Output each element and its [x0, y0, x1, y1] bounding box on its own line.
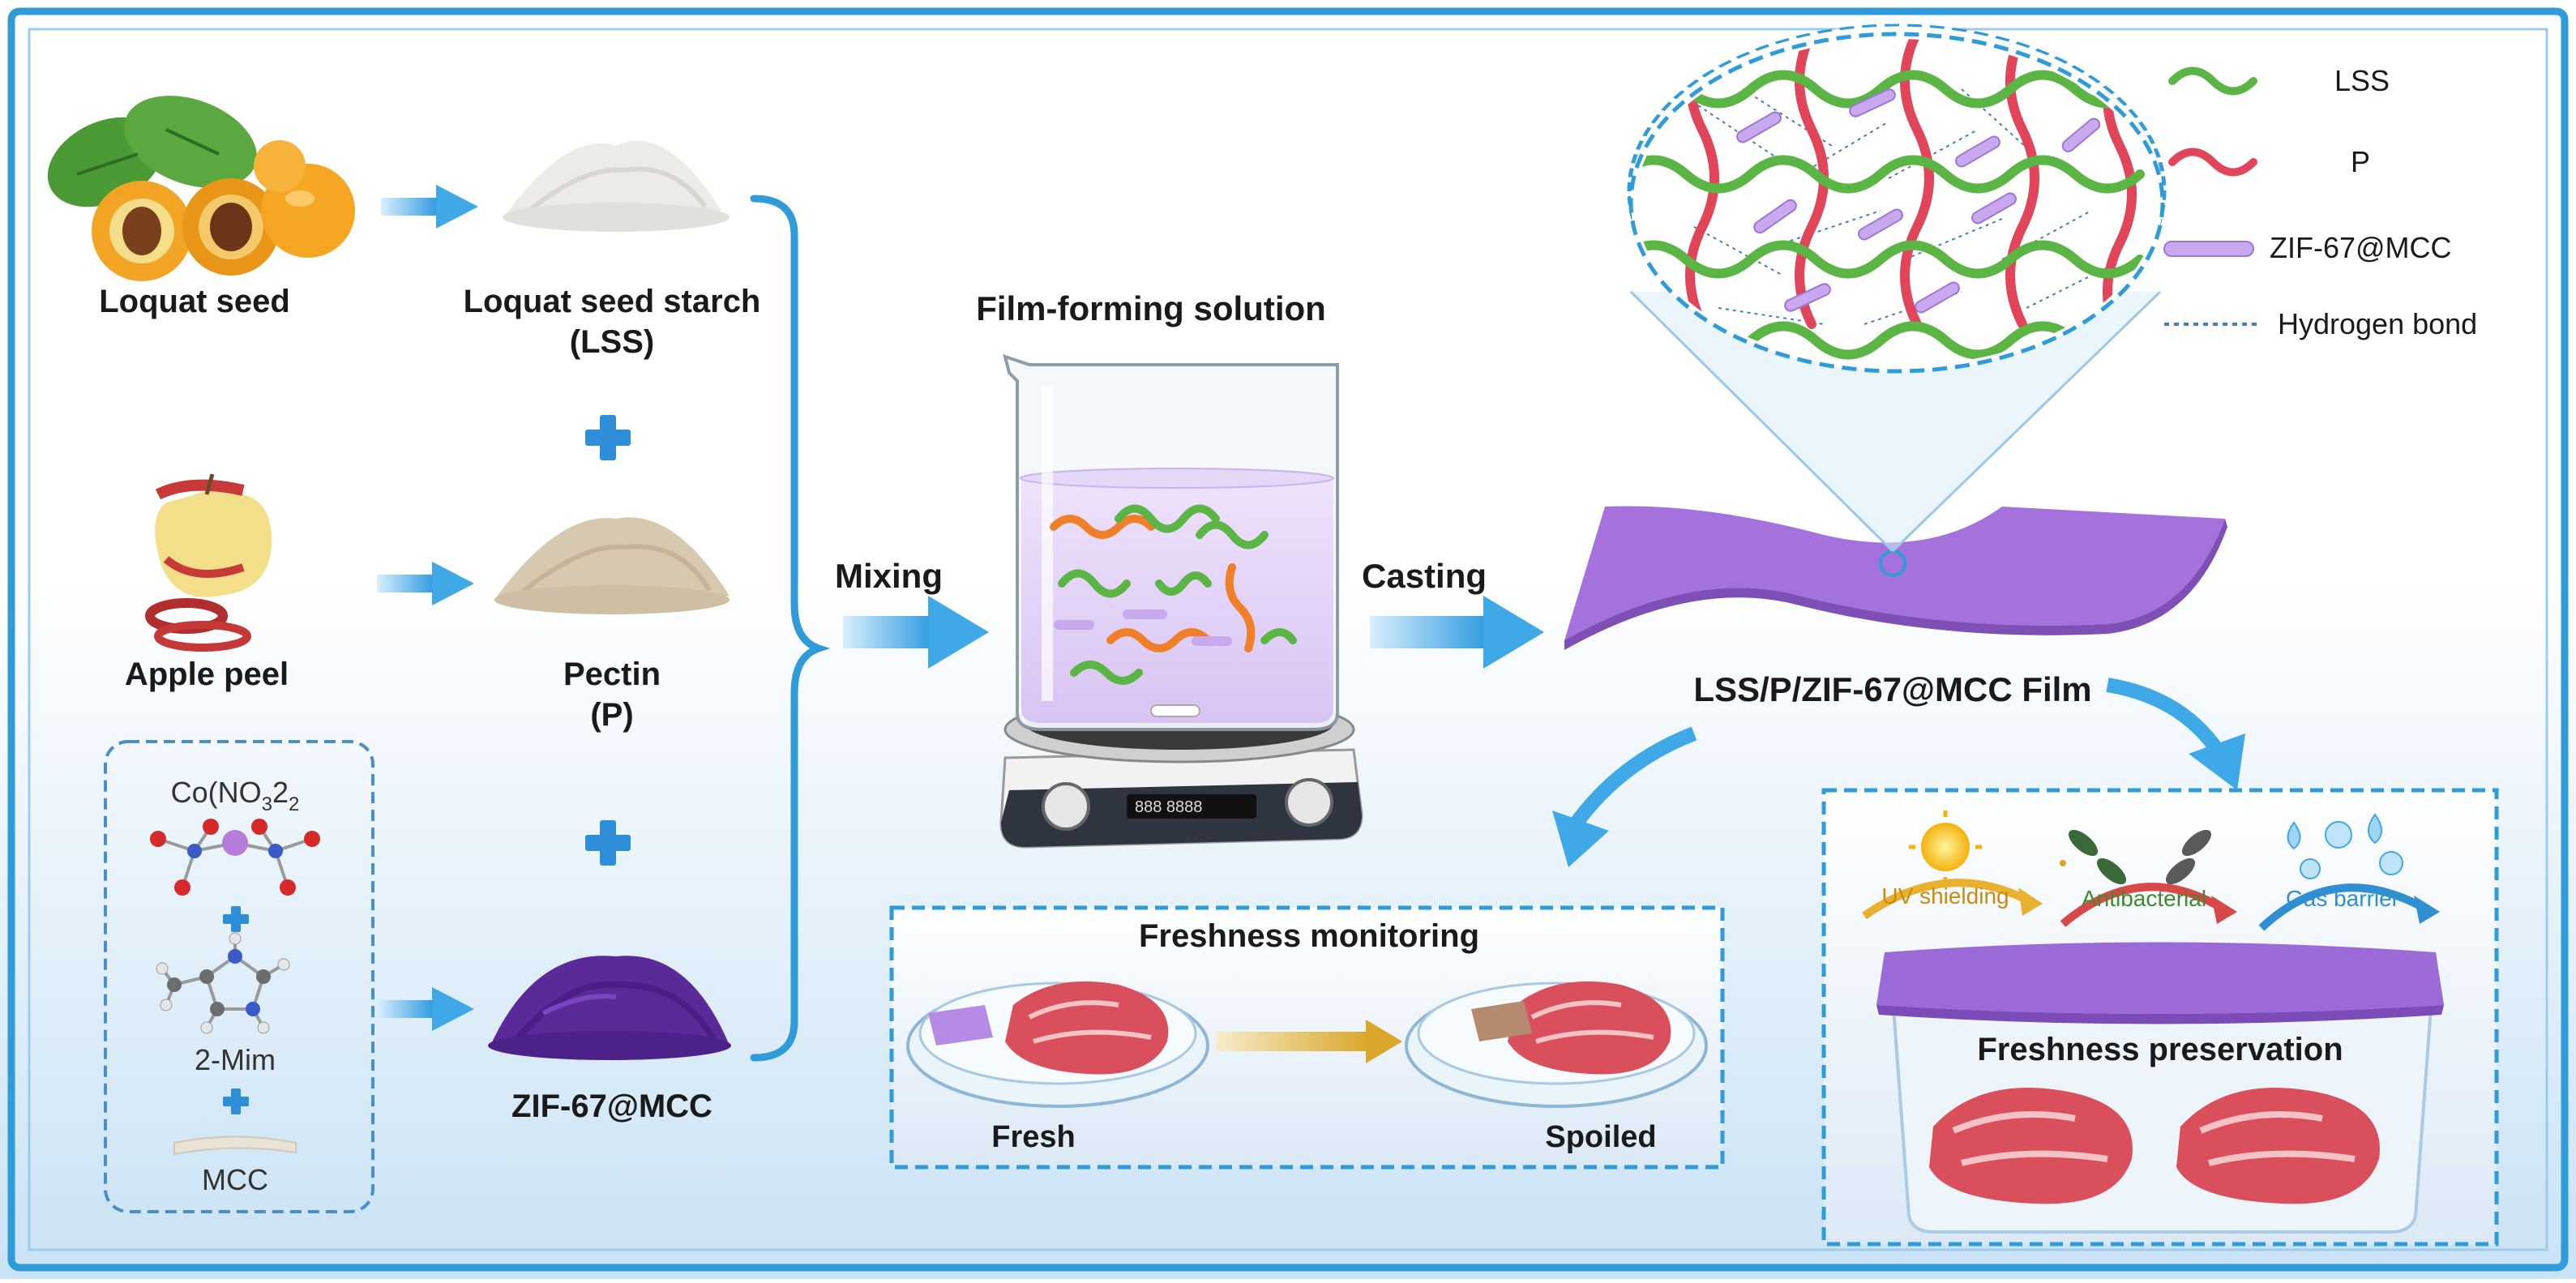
casting-arrow [1370, 596, 1544, 669]
pectin-powder-illustration [494, 517, 730, 614]
legend-p-swatch [2168, 148, 2257, 177]
plus-icon [585, 415, 631, 460]
zif-synthesis-box [104, 740, 374, 1213]
film-network-zoom [1628, 32, 2165, 374]
starch-powder-illustration [503, 140, 730, 232]
pectin-label-line1: Pectin [563, 656, 661, 692]
mcc-label: MCC [202, 1163, 268, 1196]
arrow-to-preservation [2106, 678, 2223, 755]
legend-lss-label: LSS [2334, 64, 2390, 97]
zif-label: ZIF-67@MCC [511, 1088, 712, 1124]
svg-text:888 8888: 888 8888 [1135, 798, 1202, 816]
legend-zif-swatch [2163, 241, 2254, 257]
film-sheet [1564, 506, 2225, 640]
monitoring-title: Freshness monitoring [1139, 918, 1479, 954]
arrow-to-monitoring [1570, 726, 1697, 828]
zif-powder-illustration [488, 956, 731, 1060]
legend-hbond-label: Hydrogen bond [2278, 307, 2477, 340]
color-change-arrow [1216, 1020, 1402, 1063]
plus-icon [223, 1088, 249, 1114]
beaker-stirrer-illustration: 888 8888 [999, 353, 1363, 849]
combine-bracket [750, 195, 831, 1062]
loquat-seed-label: Loquat seed [99, 284, 290, 319]
uv-shielding-label: UV shielding [1881, 883, 2009, 909]
mixing-arrow [843, 596, 989, 669]
2-mim-label: 2-Mim [195, 1043, 276, 1076]
casting-label: Casting [1362, 557, 1487, 595]
pectin-label-line2: (P) [590, 697, 633, 733]
plus-icon [585, 820, 631, 866]
plus-icon [223, 906, 249, 932]
bacteria-icon [2060, 829, 2212, 885]
solution-title: Film-forming solution [976, 289, 1326, 327]
loquat-seed-illustration [47, 96, 355, 281]
legend-p-label: P [2351, 145, 2370, 178]
preservation-title: Freshness preservation [1977, 1032, 2343, 1067]
fresh-dish-illustration [906, 981, 1209, 1108]
arrow-peel-to-pectin [377, 562, 474, 605]
mixing-label: Mixing [835, 557, 943, 595]
gas-barrier-label: Gas barrier [2286, 886, 2399, 911]
arrow-seed-to-starch [381, 185, 478, 229]
apple-peel-illustration [145, 473, 272, 652]
arrow-box-to-zif [377, 987, 474, 1031]
2-mim-molecule [156, 932, 290, 1034]
spoiled-dish-illustration [1405, 981, 1708, 1108]
cobalt-nitrate-molecule [150, 819, 320, 896]
fresh-label: Fresh [991, 1120, 1075, 1154]
water-droplet-icon [2287, 813, 2403, 879]
cobalt-nitrate-label: Co(NO322 [171, 776, 300, 815]
mcc-fiber-illustration [173, 1135, 297, 1156]
legend: LSS P ZIF-67@MCC Hydrogen bond [2163, 64, 2477, 340]
film-lid [1876, 942, 2444, 1014]
spoiled-label: Spoiled [1545, 1120, 1656, 1154]
film-name-label: LSS/P/ZIF-67@MCC Film [1693, 670, 2091, 708]
legend-zif-label: ZIF-67@MCC [2270, 231, 2452, 264]
outer-frame [7, 7, 2569, 1272]
lss-label-line2: (LSS) [570, 324, 654, 360]
legend-lss-swatch [2168, 66, 2257, 96]
apple-peel-label: Apple peel [125, 656, 289, 692]
lss-label-line1: Loquat seed starch [464, 284, 761, 319]
preservation-container [1876, 942, 2444, 1234]
antibacterial-label: Antibacterial [2082, 886, 2206, 911]
